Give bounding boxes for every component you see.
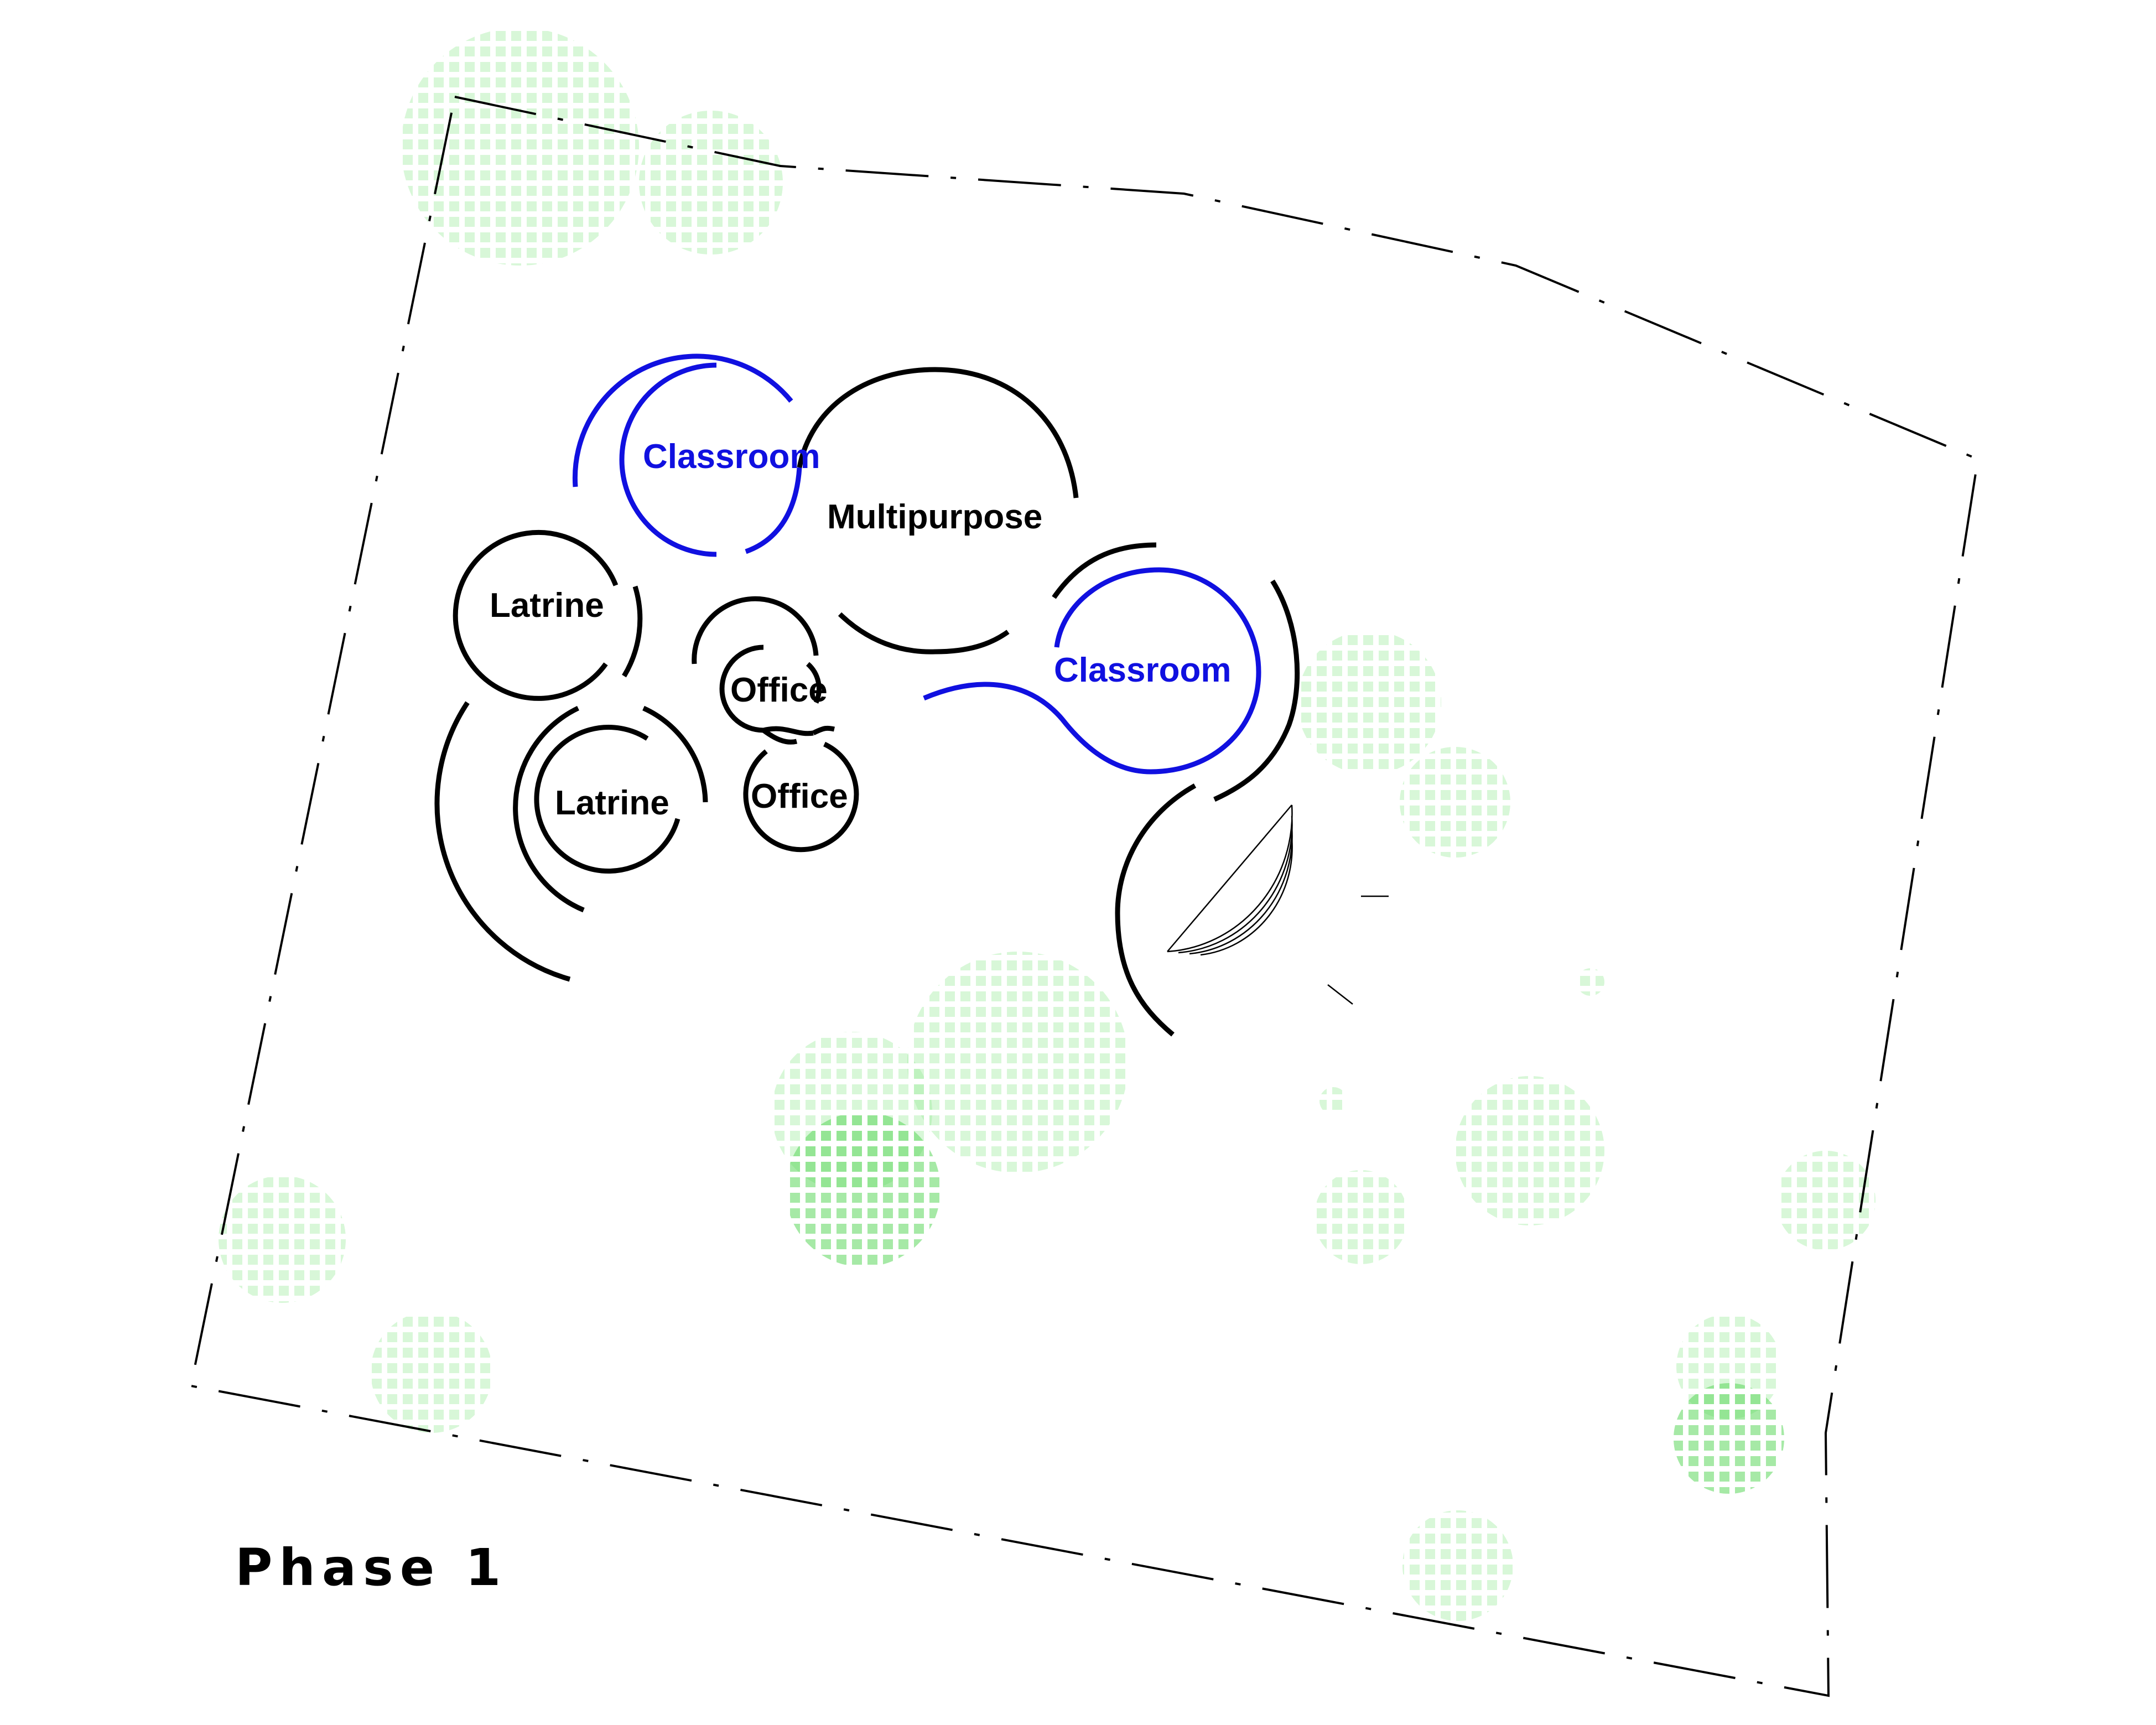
tree-canopy-icon [401,28,639,266]
room-label-classroom-2: Classroom [1054,651,1231,689]
tree-canopy-icon [1402,1510,1513,1621]
tree-canopy-icon-group [219,28,1876,1621]
room-label-latrine-2: Latrine [555,784,669,822]
room-label-classroom-1: Classroom [643,438,820,476]
classroom-2-walls [923,542,1300,802]
office-walls [692,596,859,853]
site-boundary [189,95,1980,1697]
tree-canopy-icon [639,111,783,254]
tree-canopy-icon [1319,1087,1347,1115]
classroom-1-walls [572,354,802,557]
tree-canopy-icon [371,1311,492,1433]
tree-canopy-icon [1776,1151,1876,1250]
room-label-office-1: Office [730,671,828,709]
room-label-latrine-1: Latrine [490,586,604,625]
phase-label: Phase 1 [235,1538,507,1597]
latrine-2-walls [434,701,708,982]
room-label-office-2: Office [751,777,848,815]
tree-canopy-icon [786,1112,941,1267]
tree-canopy-icon [1314,1170,1408,1264]
tree-canopy-icon [1577,968,1604,996]
tree-canopy-icon [907,952,1129,1173]
amphitheatre-seating-icon [1167,804,1389,1005]
tree-canopy-icon [1455,1076,1604,1225]
tree-canopy-icon [219,1176,346,1303]
amphitheatre-wall [1115,783,1197,1037]
latrine-1-walls [453,529,643,701]
tree-canopy-icon [1674,1383,1784,1494]
room-label-multipurpose: Multipurpose [827,498,1042,536]
tree-canopy-icon [1297,631,1441,775]
multipurpose-walls [797,367,1079,654]
tree-canopy-icon [1400,747,1510,858]
